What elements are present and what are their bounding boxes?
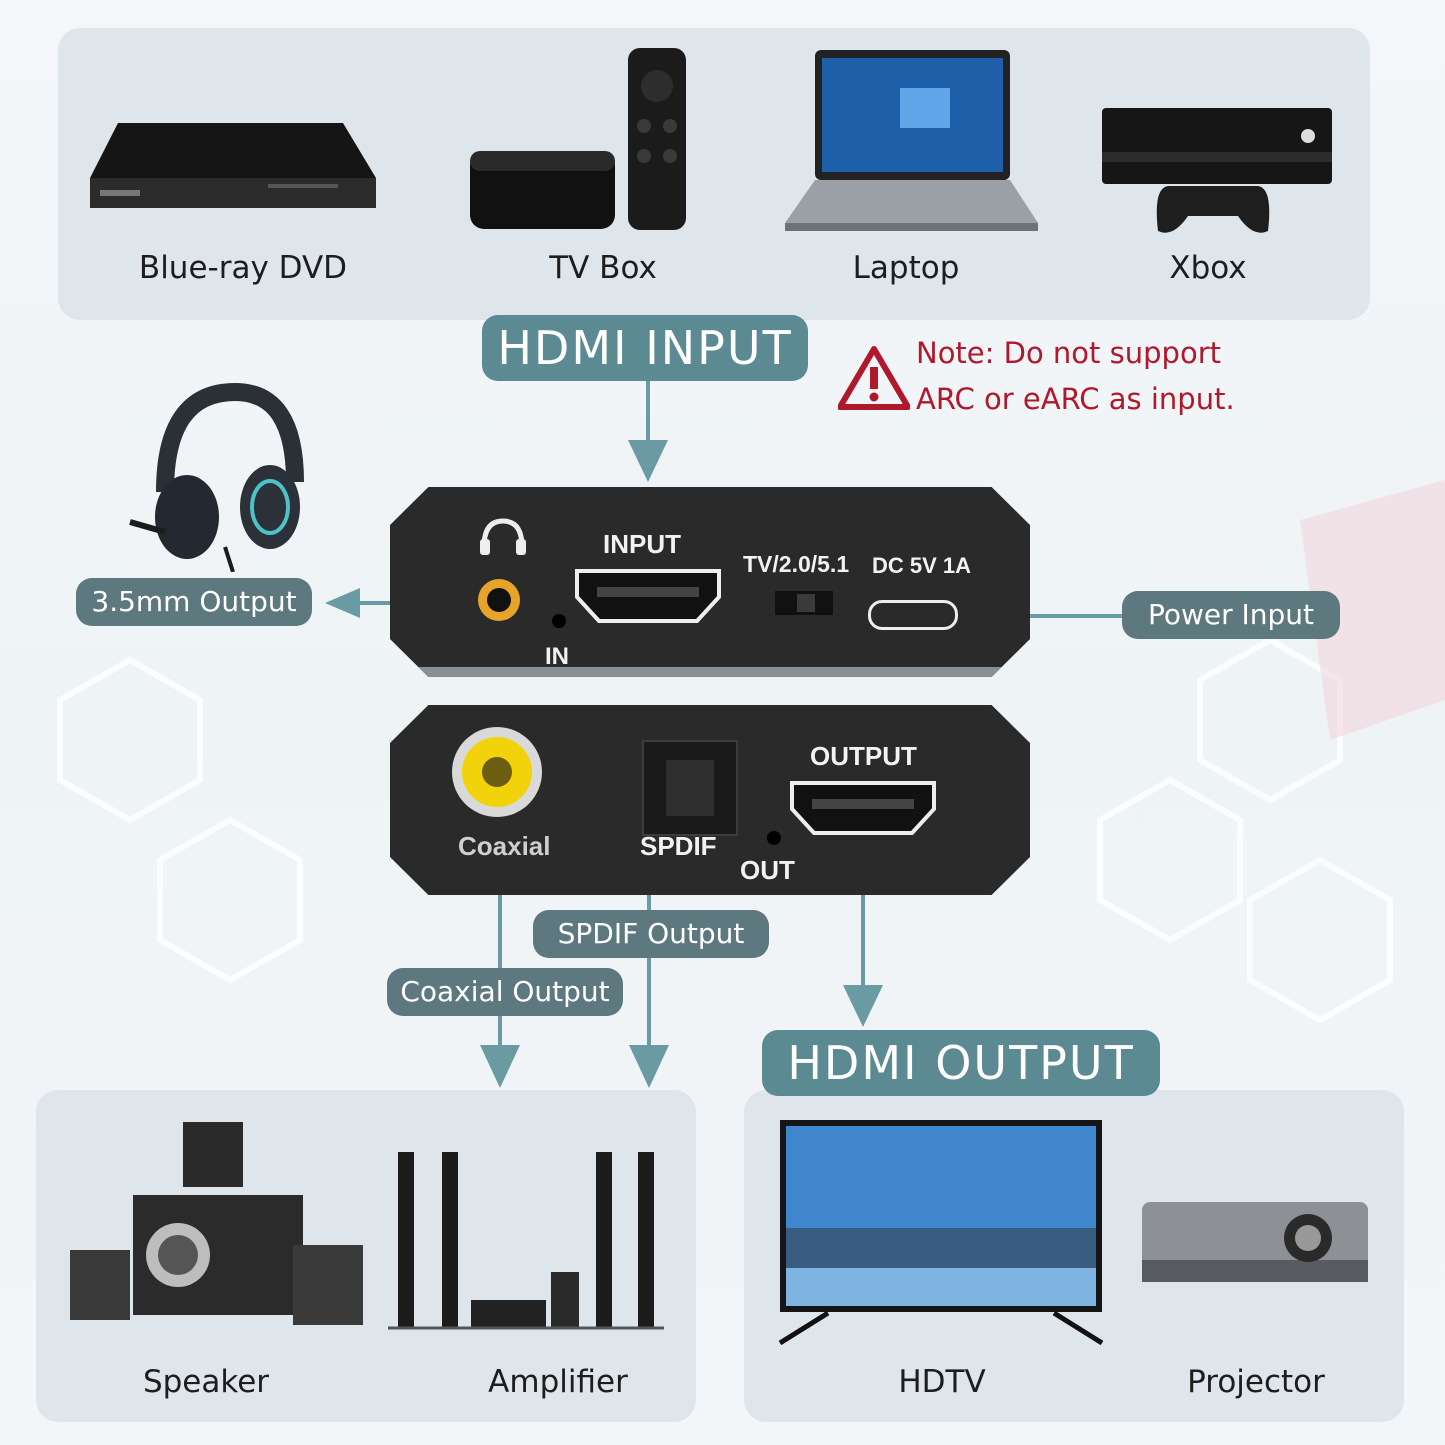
output-35mm-badge: 3.5mm Output — [76, 578, 312, 626]
display-label-hdtv: HDTV — [898, 1364, 986, 1400]
device-back-panel: Coaxial SPDIF OUT OUTPUT — [390, 705, 1030, 895]
xbox-icon — [1102, 108, 1332, 233]
spdif-optical-port[interactable] — [642, 740, 738, 836]
headphones-icon — [129, 382, 304, 572]
usb-c-power-port[interactable] — [868, 600, 958, 630]
mode-switch[interactable] — [775, 591, 833, 615]
projector-icon — [1142, 1202, 1368, 1282]
power-input-badge: Power Input — [1122, 591, 1340, 639]
hdmi-input-port[interactable] — [573, 567, 723, 625]
in-label: IN — [545, 643, 569, 670]
source-label-xbox: Xbox — [1169, 250, 1247, 286]
device-front-panel: IN INPUT TV/2.0/5.1 DC 5V 1A — [390, 487, 1030, 677]
amplifier-icon — [388, 1152, 664, 1330]
audio-label-amplifier: Amplifier — [488, 1364, 628, 1400]
dc-power-label: DC 5V 1A — [872, 553, 972, 578]
warning-icon — [838, 346, 910, 410]
coaxial-output-badge: Coaxial Output — [387, 968, 623, 1016]
coaxial-port[interactable] — [452, 727, 542, 817]
hdmi-input-badge: HDMI INPUT — [482, 315, 808, 381]
audio-jack-35mm[interactable] — [478, 579, 520, 621]
note-line-1: Note: Do not support — [916, 336, 1221, 370]
source-devices-panel: Blue-ray DVD TV Box Laptop Xbox — [58, 28, 1370, 320]
coaxial-label: Coaxial — [458, 831, 551, 861]
display-devices-panel: HDTV Projector — [744, 1090, 1404, 1422]
audio-label-speaker: Speaker — [142, 1364, 270, 1400]
spdif-label: SPDIF — [640, 831, 717, 861]
note-line-2: ARC or eARC as input. — [916, 382, 1235, 416]
hdmi-output-port[interactable] — [788, 779, 938, 837]
source-label-laptop: Laptop — [852, 250, 960, 286]
out-label: OUT — [740, 855, 795, 885]
display-label-projector: Projector — [1187, 1364, 1325, 1400]
mode-switch-label: TV/2.0/5.1 — [743, 551, 850, 577]
led-in — [552, 614, 566, 628]
hdmi-output-badge: HDMI OUTPUT — [762, 1030, 1160, 1096]
speaker-system-icon — [70, 1122, 363, 1325]
laptop-icon — [785, 50, 1038, 231]
bluray-player-icon — [90, 123, 376, 208]
input-label: INPUT — [603, 529, 681, 559]
spdif-output-badge: SPDIF Output — [533, 910, 769, 958]
source-label-bluray: Blue-ray DVD — [138, 250, 348, 286]
hdtv-icon — [778, 1120, 1104, 1346]
headphone-port-icon — [480, 518, 526, 555]
led-out — [767, 831, 781, 845]
output-label: OUTPUT — [810, 741, 917, 771]
tv-box-icon — [470, 48, 686, 230]
source-label-tvbox: TV Box — [549, 250, 657, 286]
audio-devices-panel: Speaker Amplifier — [36, 1090, 696, 1422]
